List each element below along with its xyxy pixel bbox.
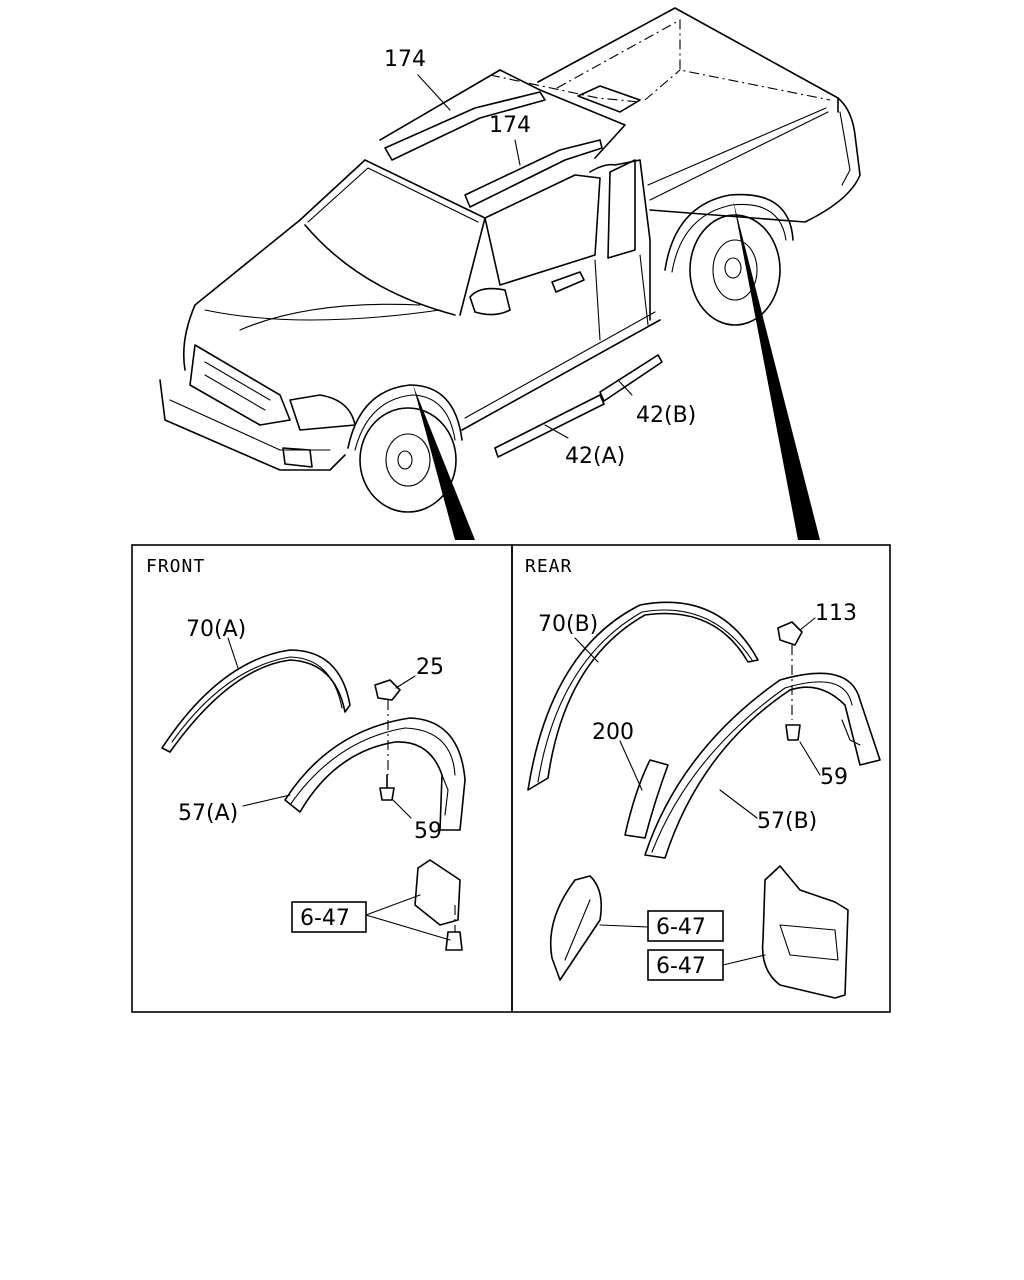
truck-leaders: [417, 74, 633, 439]
rear-leaders: [574, 617, 821, 966]
ref-6-47-rear-a: 6-47: [656, 915, 706, 940]
ref-6-47-front: 6-47: [300, 906, 350, 931]
front-panel: [131, 544, 513, 1013]
pickup-truck-illustration: [159, 7, 861, 540]
ref-box-rear-b: [647, 949, 724, 981]
rear-parts: [527, 601, 881, 999]
rear-panel: [511, 544, 891, 1013]
label-59-rear: 59: [820, 765, 848, 790]
ref-box-rear-a: [647, 910, 724, 942]
label-113: 113: [815, 601, 857, 626]
ref-6-47-rear-b: 6-47: [656, 954, 706, 979]
ref-box-front: [291, 901, 367, 933]
label-57a: 57(A): [178, 801, 238, 826]
label-57b: 57(B): [757, 809, 817, 834]
label-59-front: 59: [414, 819, 442, 844]
callout-174-roof-right: 174: [489, 113, 531, 138]
callout-174-roof-left: 174: [384, 47, 426, 72]
label-25: 25: [416, 655, 444, 680]
label-70b: 70(B): [538, 612, 598, 637]
front-section-title: FRONT: [146, 556, 205, 577]
callout-42a: 42(A): [565, 444, 625, 469]
label-200: 200: [592, 720, 634, 745]
front-leaders: [227, 637, 451, 941]
rear-section-title: REAR: [525, 556, 572, 577]
callout-42b: 42(B): [636, 403, 696, 428]
front-parts: [161, 649, 466, 951]
label-70a: 70(A): [186, 617, 246, 642]
